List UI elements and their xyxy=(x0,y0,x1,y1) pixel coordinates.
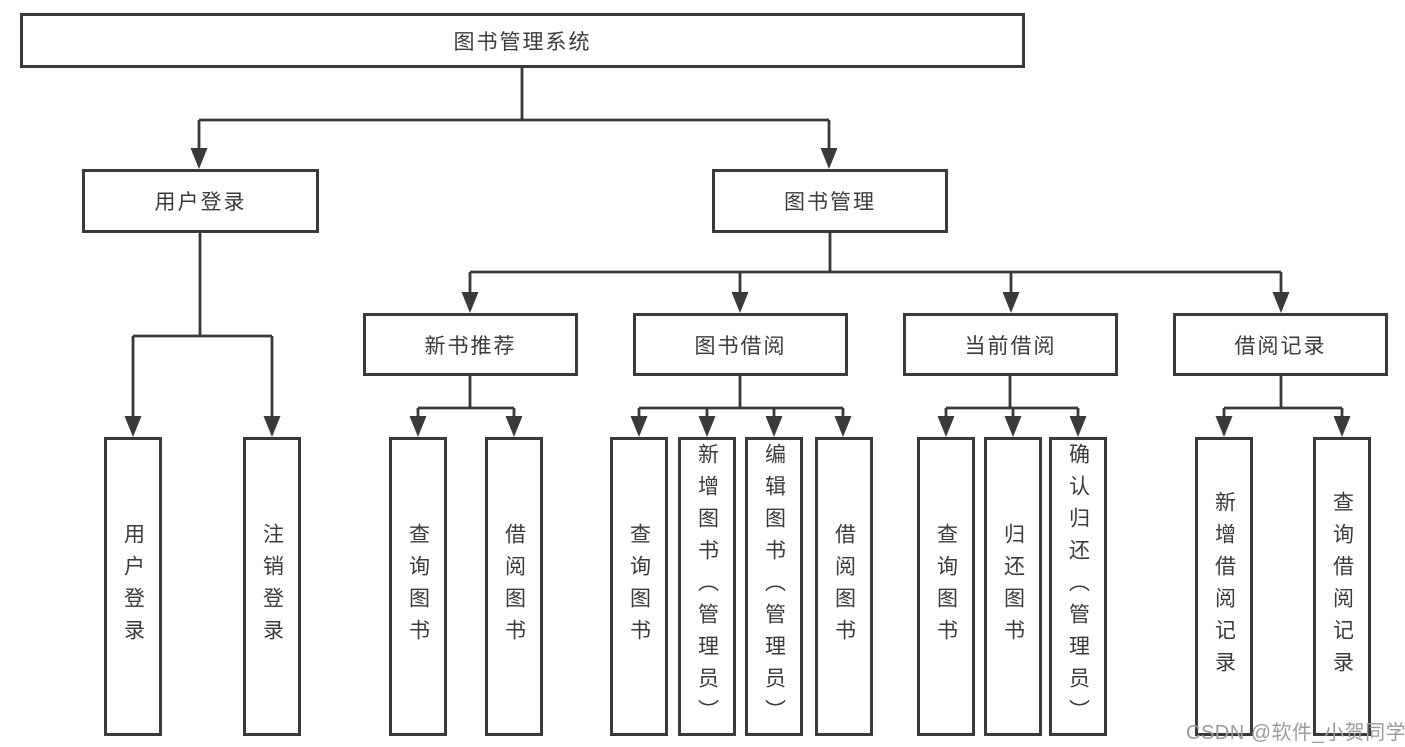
leaf-borrow-borrow: 借阅图书 xyxy=(815,437,873,736)
leaf-borrow-add-label: 新增图书（管理员） xyxy=(695,442,719,731)
leaf-current-return: 归还图书 xyxy=(984,437,1042,736)
arrowhead-icons xyxy=(124,148,1351,437)
leaf-current-query-label: 查询图书 xyxy=(934,522,958,651)
leaf-borrow-edit: 编辑图书（管理员） xyxy=(745,437,803,736)
node-current-borrow: 当前借阅 xyxy=(903,313,1118,376)
arrow-down-icon xyxy=(1002,292,1020,313)
node-root: 图书管理系统 xyxy=(20,13,1025,68)
node-book-borrow-label: 图书借阅 xyxy=(694,334,787,358)
arrow-down-icon xyxy=(820,148,838,169)
leaf-records-add-label: 新增借阅记录 xyxy=(1212,490,1236,683)
connector-borrow-records-children xyxy=(1222,376,1344,417)
arrow-down-icon xyxy=(409,416,427,437)
arrow-down-icon xyxy=(834,416,852,437)
leaf-logout-label: 注销登录 xyxy=(260,522,284,651)
arrow-down-icon xyxy=(731,292,749,313)
node-book-mgmt-label: 图书管理 xyxy=(784,191,876,214)
arrow-down-icon xyxy=(937,416,955,437)
arrow-down-icon xyxy=(263,416,281,437)
arrow-down-icon xyxy=(190,148,208,169)
leaf-current-return-label: 归还图书 xyxy=(1001,522,1025,651)
arrow-down-icon xyxy=(124,416,142,437)
leaf-records-query-label: 查询借阅记录 xyxy=(1330,490,1354,683)
leaf-newbooks-borrow-label: 借阅图书 xyxy=(502,522,526,651)
leaf-borrow-edit-label: 编辑图书（管理员） xyxy=(762,442,786,731)
leaf-newbooks-borrow: 借阅图书 xyxy=(485,437,543,736)
leaf-current-query: 查询图书 xyxy=(917,437,975,736)
leaf-current-confirm-return: 确认归还（管理员） xyxy=(1049,437,1107,736)
arrow-down-icon xyxy=(765,416,783,437)
leaf-records-query: 查询借阅记录 xyxy=(1313,437,1371,736)
node-user-login: 用户登录 xyxy=(82,169,319,233)
connector-current-borrow-children xyxy=(944,376,1080,417)
leaf-user-login: 用户登录 xyxy=(104,437,162,736)
node-borrow-records-label: 借阅记录 xyxy=(1234,334,1327,358)
leaf-borrow-borrow-label: 借阅图书 xyxy=(832,522,856,651)
leaf-newbooks-query: 查询图书 xyxy=(389,437,447,736)
node-borrow-records: 借阅记录 xyxy=(1173,313,1388,376)
connector-user-login-children xyxy=(131,233,274,417)
arrow-down-icon xyxy=(1004,416,1022,437)
connector-lines xyxy=(131,68,1344,417)
node-user-login-label: 用户登录 xyxy=(154,191,247,214)
node-new-books-label: 新书推荐 xyxy=(424,334,517,358)
leaf-borrow-query-label: 查询图书 xyxy=(627,522,651,651)
leaf-logout: 注销登录 xyxy=(243,437,301,736)
arrow-down-icon xyxy=(461,292,479,313)
arrow-down-icon xyxy=(1069,416,1087,437)
connector-root-branches xyxy=(197,68,831,149)
node-current-borrow-label: 当前借阅 xyxy=(964,334,1057,358)
node-book-mgmt: 图书管理 xyxy=(712,169,948,233)
leaf-borrow-add: 新增图书（管理员） xyxy=(678,437,736,736)
node-book-borrow: 图书借阅 xyxy=(633,313,848,376)
arrow-down-icon xyxy=(630,416,648,437)
arrow-down-icon xyxy=(1215,416,1233,437)
arrow-down-icon xyxy=(505,416,523,437)
arrow-down-icon xyxy=(698,416,716,437)
leaf-current-confirm-return-label: 确认归还（管理员） xyxy=(1066,442,1090,731)
node-new-books: 新书推荐 xyxy=(363,313,578,376)
arrow-down-icon xyxy=(1333,416,1351,437)
leaf-records-add: 新增借阅记录 xyxy=(1195,437,1253,736)
connector-new-books-children xyxy=(416,376,516,417)
arrow-down-icon xyxy=(1272,292,1290,313)
connector-book-borrow-children xyxy=(637,376,845,417)
leaf-newbooks-query-label: 查询图书 xyxy=(406,522,430,651)
leaf-borrow-query: 查询图书 xyxy=(610,437,668,736)
watermark-text: CSDN @软件_小贺同学 xyxy=(1186,722,1405,744)
node-root-label: 图书管理系统 xyxy=(453,30,592,54)
connector-book-mgmt-children xyxy=(468,233,1283,293)
leaf-user-login-label: 用户登录 xyxy=(121,522,145,651)
